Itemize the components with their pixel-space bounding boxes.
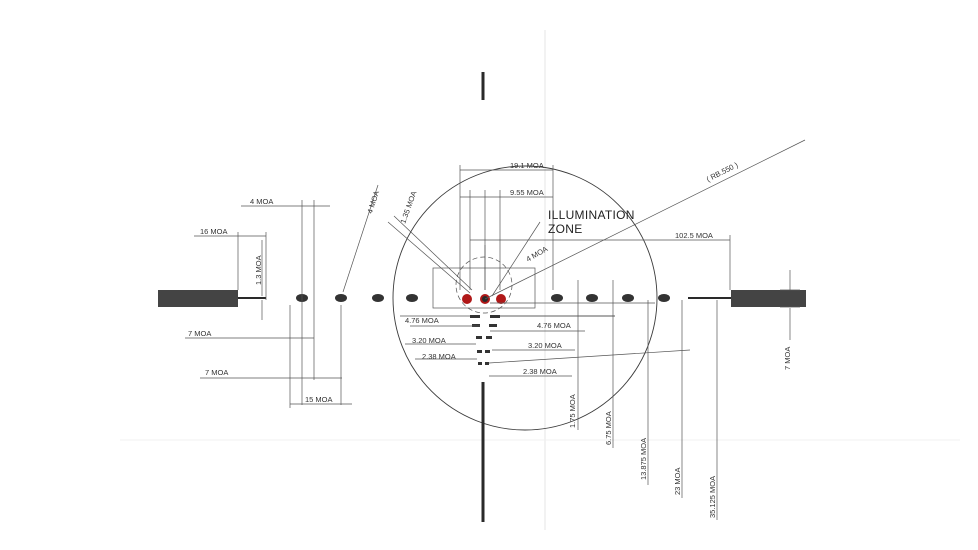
dim-2-38-moa-right: 2.38 MOA [523,367,557,376]
holdover-mark [490,315,500,318]
dim-4-76-moa-right: 4.76 MOA [537,321,571,330]
dimension-lines-left [185,184,473,408]
windage-dot [406,294,418,302]
windage-dot [658,294,670,302]
windage-dot [622,294,634,302]
dim-15-moa: 15 MOA [305,395,333,404]
illuminated-right-dot [496,294,506,304]
holdover-mark [470,315,480,318]
dim-19-1-moa: 19.1 MOA [510,161,544,170]
dim-1-35-moa: 1.35 MOA [398,190,418,225]
dim-7-moa-b: 7 MOA [205,368,228,377]
left-thick-bar [158,290,238,307]
dim-2-38-moa-left: 2.38 MOA [422,352,456,361]
field-of-view-circle [392,165,658,431]
windage-dot [586,294,598,302]
windage-dot [335,294,347,302]
dim-102-5-moa: 102.5 MOA [675,231,713,240]
dim-1-75-moa: 1.75 MOA [568,394,577,428]
dim-23-moa: 23 MOA [673,467,682,495]
dim-16-moa: 16 MOA [200,227,228,236]
holdover-mark [486,336,492,339]
dim-4-moa-top: 4 MOA [250,197,273,206]
illumination-label-line2: ZONE [548,222,583,236]
dim-7-moa-a: 7 MOA [188,329,211,338]
windage-dot [551,294,563,302]
illuminated-left-dot [462,294,472,304]
illumination-box [432,267,536,309]
rb-label: ( RB.550 ) [705,160,740,184]
dim-4-moa-angle: 4 MOA [365,190,381,215]
holdover-mark [489,324,497,327]
holdover-mark [472,324,480,327]
illumination-leader [491,221,541,297]
dim-4-moa-center: 4 MOA [525,244,550,263]
right-thick-bar [731,290,806,307]
dot-leader [342,184,379,293]
dimension-lines-right [577,270,800,520]
dimension-lines-top [459,139,806,300]
windage-dot [372,294,384,302]
dim-4-76-moa-left: 4.76 MOA [405,316,439,325]
dim-13-875-moa: 13.875 MOA [639,438,648,480]
illumination-circle [455,256,513,314]
dim-7-moa-right: 7 MOA [783,347,792,370]
dim-6-75-moa: 6.75 MOA [604,411,613,445]
dim-1-3-moa: 1.3 MOA [254,255,263,285]
holdover-mark [485,362,489,365]
illumination-label-line1: ILLUMINATION [548,208,635,222]
holdover-mark [477,350,482,353]
holdover-mark [476,336,482,339]
dim-9-55-moa: 9.55 MOA [510,188,544,197]
dim-35-125-moa: 35.125 MOA [708,476,717,518]
dim-3-20-moa-left: 3.20 MOA [412,336,446,345]
holdover-mark [485,350,490,353]
rb-leader [484,139,806,300]
holdover-mark [478,362,482,365]
dimension-lines-holdover [400,302,691,377]
dim-3-20-moa-right: 3.20 MOA [528,341,562,350]
